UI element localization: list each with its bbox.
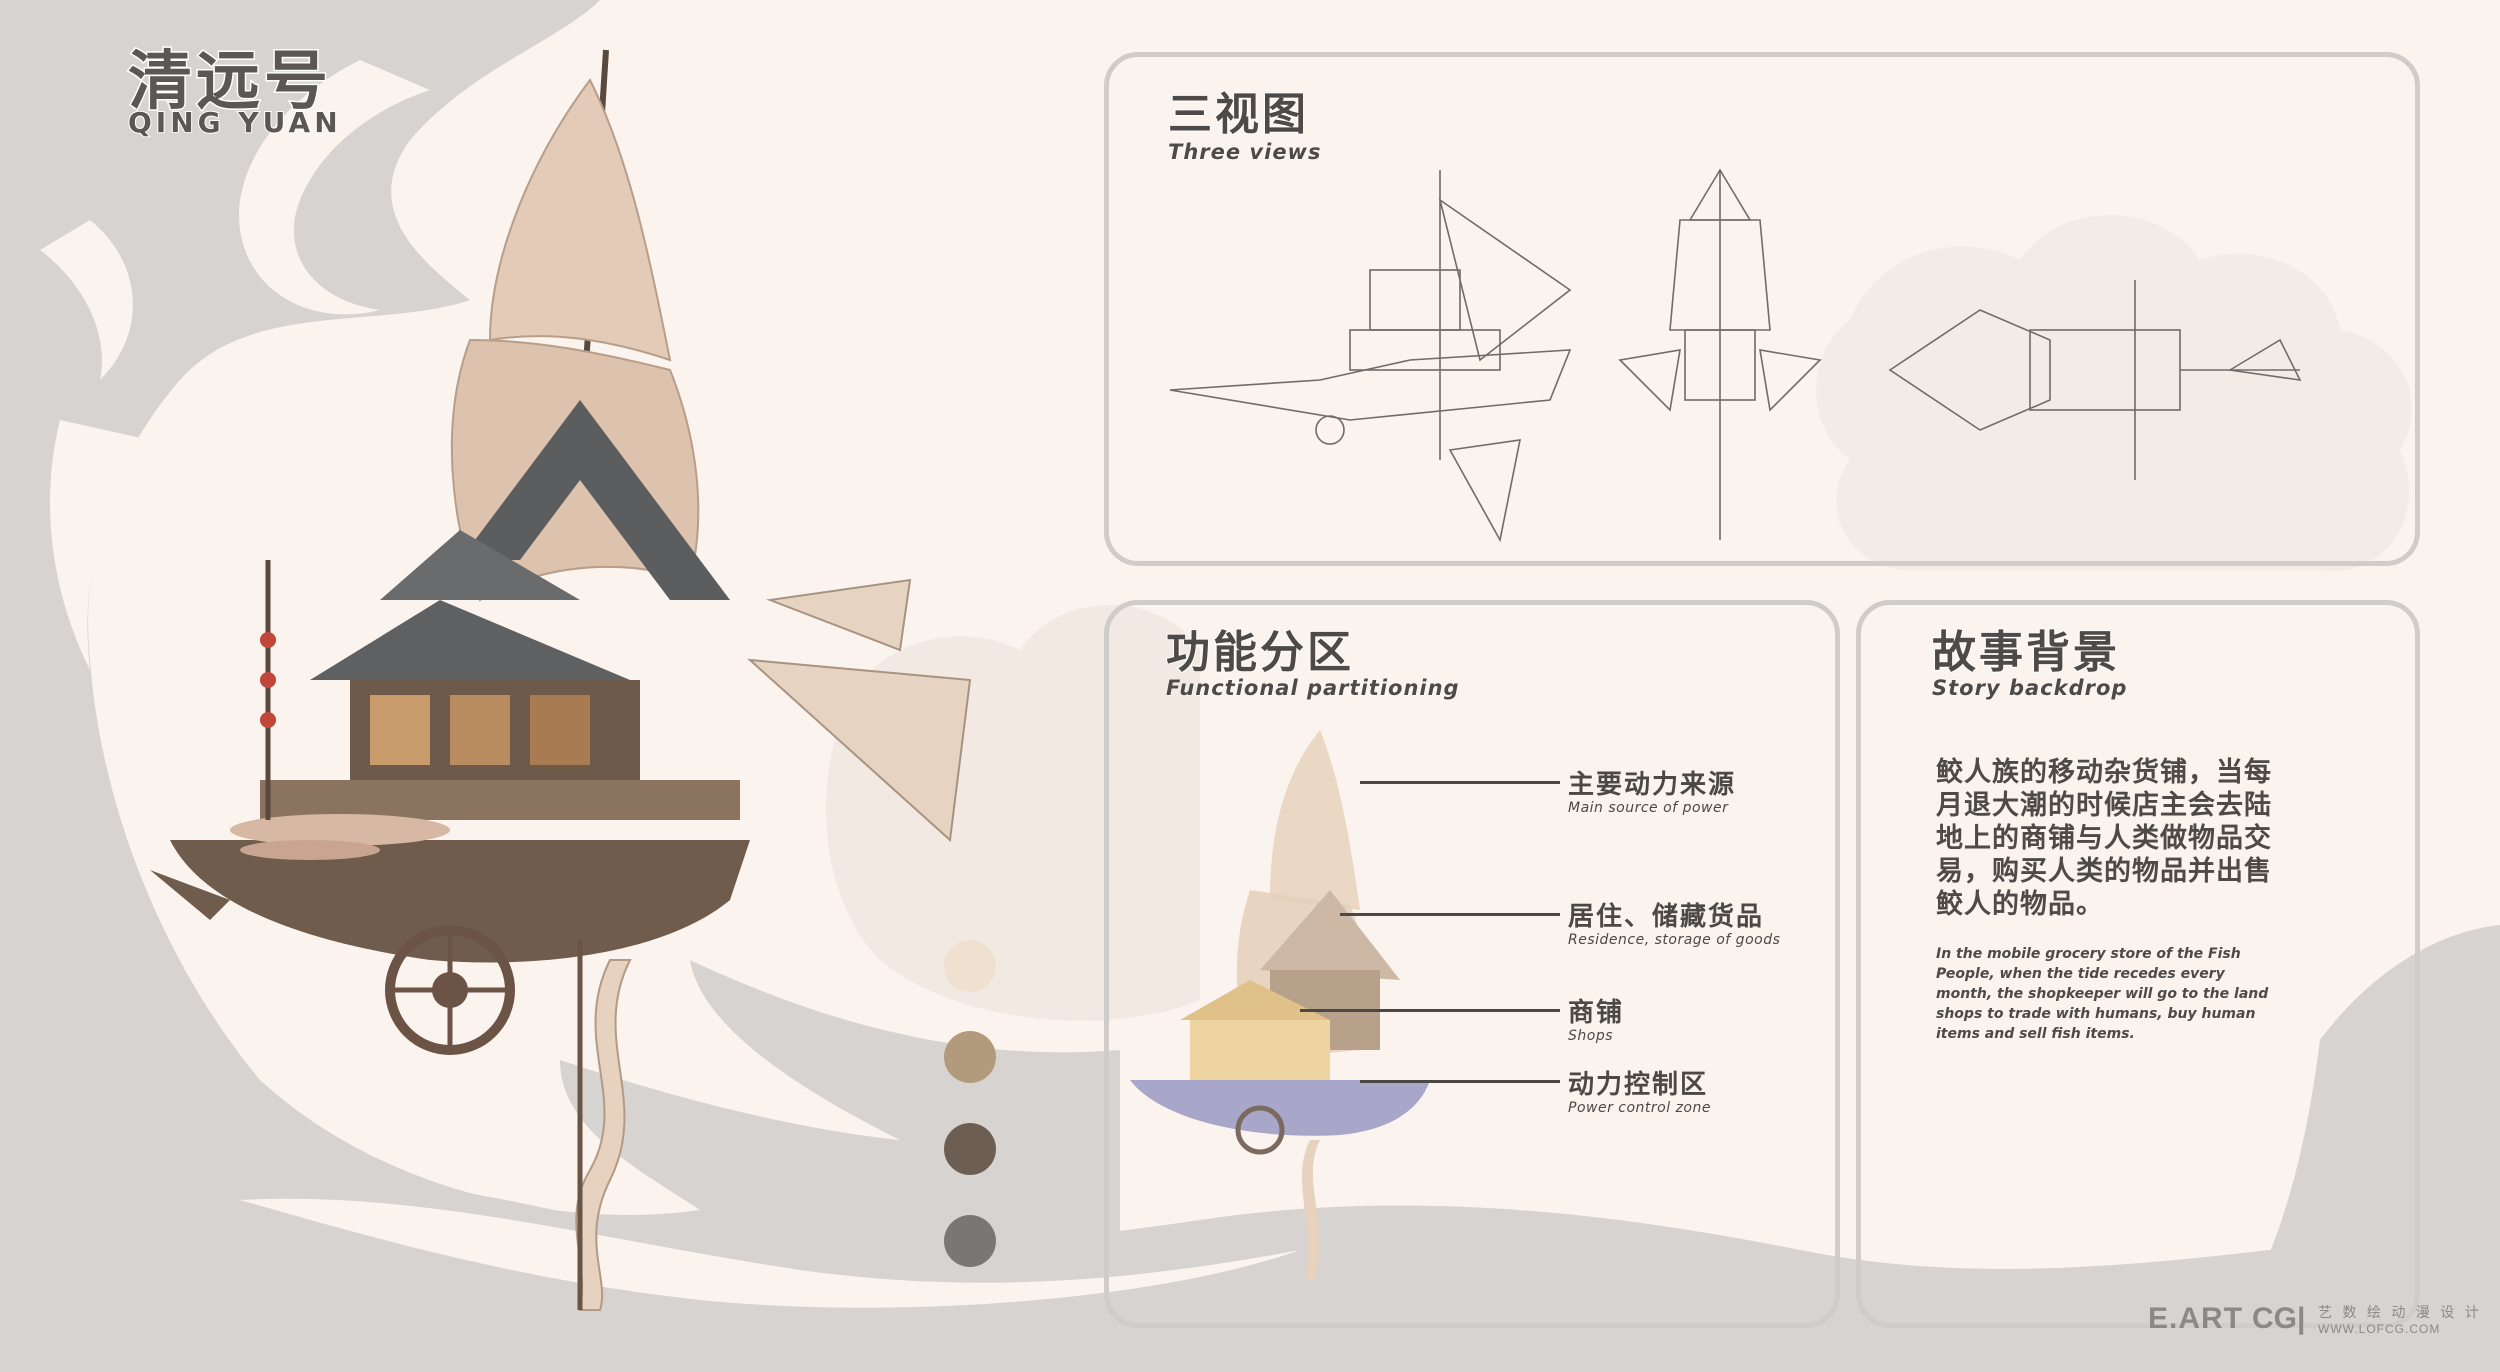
page-title: 清远号: [127, 44, 332, 121]
callout-residence-en: Residence, storage of goods: [1568, 932, 1781, 948]
functional-subtitle: Functional partitioning: [1166, 676, 1460, 701]
callout-control-en: Power control zone: [1568, 1100, 1711, 1116]
callout-shops-en: Shops: [1568, 1028, 1614, 1044]
three-views-panel: [1104, 52, 2420, 566]
story-title: 故事背景: [1931, 626, 2120, 679]
three-views-title: 三视图: [1167, 88, 1309, 141]
functional-panel: [1104, 600, 1840, 1328]
brand-logo-cg: CG|: [2252, 1302, 2306, 1335]
callout-line-shops: [1300, 1009, 1560, 1012]
three-views-subtitle: Three views: [1167, 140, 1322, 165]
story-subtitle: Story backdrop: [1931, 676, 2128, 701]
brand-logo: E.ART: [2148, 1302, 2243, 1335]
functional-diagram: [1130, 730, 1430, 1280]
three-views-sketches: [1169, 168, 2302, 543]
story-text-cn: 鲛人族的移动杂货铺，当每月退大潮的时候店主会去陆地上的商铺与人类做物品交易，购买…: [1936, 757, 2272, 920]
callout-line-power: [1360, 781, 1560, 784]
callout-power-en: Main source of power: [1568, 800, 1729, 816]
color-swatch-4: [944, 1215, 996, 1267]
callout-control-cn: 动力控制区: [1568, 1070, 1709, 1100]
brand-name-cn: 艺 数 绘 动 漫 设 计: [2318, 1305, 2482, 1321]
callout-line-control: [1360, 1080, 1560, 1083]
brand-url: WWW.LOFCG.COM: [2318, 1322, 2441, 1336]
color-swatch-2: [944, 1031, 996, 1083]
callout-line-residence: [1340, 913, 1560, 916]
callout-shops-cn: 商铺: [1568, 998, 1625, 1028]
callout-power-cn: 主要动力来源: [1568, 770, 1737, 800]
color-swatch-1: [944, 940, 996, 992]
story-panel: [1856, 600, 2420, 1328]
functional-title: 功能分区: [1165, 626, 1354, 679]
callout-residence-cn: 居住、储藏货品: [1568, 902, 1765, 932]
page-subtitle: QING YUAN: [127, 105, 342, 140]
color-swatch-3: [944, 1123, 996, 1175]
airship-illustration: [150, 49, 972, 1311]
story-text-en: In the mobile grocery store of the Fish …: [1936, 946, 2269, 1042]
